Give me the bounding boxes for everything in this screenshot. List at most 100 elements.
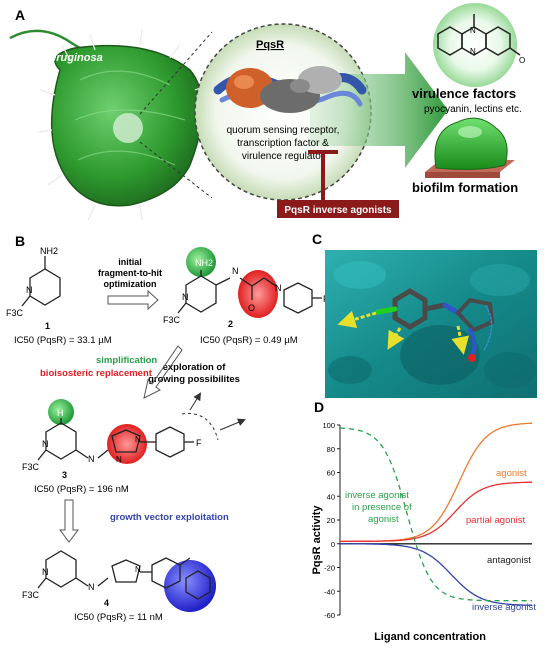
y-tick-label: -40	[324, 587, 335, 596]
c4-o: O	[188, 550, 195, 560]
c2-ic50: IC50 (PqsR) = 0.49 µM	[200, 335, 298, 346]
c3-triazole-n2: N	[135, 435, 141, 444]
panel-b: B NH2 N F3C 1 IC50 (PqsR) = 33.1 µM init…	[6, 233, 329, 623]
simplification-label: simplification	[96, 355, 157, 366]
c4-number: 4	[104, 598, 109, 608]
y-tick-label: 100	[322, 421, 335, 430]
label-partial-agonist: partial agonist	[466, 515, 526, 526]
y-tick-label: 80	[327, 445, 335, 454]
step1-arrow	[107, 289, 159, 311]
description-line-3: virulence regulator	[242, 151, 325, 162]
label-antagonist: antagonist	[487, 555, 531, 566]
label-inv-pres-1: inverse agonist	[345, 490, 409, 501]
description-line-1: quorum sensing receptor,	[227, 125, 340, 136]
output1-title: virulence factors	[412, 86, 516, 101]
label-agonist: agonist	[496, 468, 527, 479]
exploration-arrow-right	[219, 418, 246, 431]
c2-number: 2	[228, 319, 233, 329]
compound-1-structure	[21, 256, 61, 307]
description-line-2: transcription factor &	[237, 138, 329, 149]
exploration-arc	[181, 413, 219, 441]
c1-ic50: IC50 (PqsR) = 33.1 µM	[14, 335, 112, 346]
y-ticks: 100 80 60 40 20 0 -20 -40 -60	[322, 421, 340, 620]
y-tick-label: 20	[327, 516, 335, 525]
step1-line-2: fragment-to-hit	[98, 268, 162, 278]
exploration-line-2: growing possibilites	[148, 374, 240, 385]
bioisosteric-label: bioisosteric replacement	[40, 368, 153, 379]
label-inv-pres-3: agonist	[368, 514, 399, 525]
y-axis-label: PqsR activity	[311, 505, 323, 575]
c2-cf3: F3C	[163, 315, 181, 325]
pyocyanin-structure: N N O	[433, 3, 525, 87]
c1-number: 1	[45, 321, 50, 331]
c3-nh: N	[88, 454, 95, 464]
panel-d-label: D	[314, 399, 324, 415]
c2-green-highlight	[186, 247, 216, 277]
surface-texture	[328, 261, 536, 388]
c4-cf3: F3C	[22, 590, 40, 600]
c3-ic50: IC50 (PqsR) = 196 nM	[34, 484, 129, 495]
growth-label: growth vector exploitation	[110, 512, 229, 523]
organism-label: P. aeruginosa	[32, 52, 103, 64]
c3-number: 3	[62, 470, 67, 480]
inhibitor-label: PqsR inverse agonists	[284, 205, 392, 216]
c3-green-highlight	[48, 399, 74, 425]
c3-n: N	[42, 439, 49, 449]
curve-inverse-agonist	[340, 543, 532, 606]
exploration-line-1: exploration of	[163, 362, 227, 373]
panel-a-label: A	[15, 7, 25, 23]
curve-partial-agonist	[340, 481, 532, 543]
c1-nh2: NH2	[40, 246, 58, 256]
panel-c: C	[312, 231, 537, 398]
zoom-line-top	[139, 31, 213, 115]
c3-f: F	[196, 438, 202, 448]
c3-h: H	[57, 408, 64, 418]
y-tick-label: -60	[324, 611, 335, 620]
biofilm-illustration	[425, 117, 515, 178]
compound-3-structure	[37, 418, 194, 461]
panel-b-label: B	[15, 233, 25, 249]
ligand-sticks	[375, 288, 495, 362]
compound-4-structure	[37, 550, 211, 600]
curves	[339, 422, 533, 606]
c4-ic50: IC50 (PqsR) = 11 nM	[74, 612, 163, 623]
pqsr-dna-structure	[213, 66, 367, 113]
y-tick-label: 40	[327, 492, 335, 501]
pyo-n-top: N	[470, 26, 476, 35]
panel-c-label: C	[312, 231, 322, 247]
compound-2-structure	[177, 270, 322, 314]
c2-n-amide: N	[232, 266, 239, 276]
c2-nh2: NH2	[195, 258, 213, 268]
step1-line-1: initial	[118, 257, 142, 267]
c4-n: N	[42, 567, 49, 577]
y-tick-label: -20	[324, 564, 335, 573]
panel-a: A P. aeruginosa PqsR	[9, 3, 525, 221]
label-inv-pres-2: in presence of	[352, 502, 412, 513]
c1-cf3: F3C	[6, 308, 24, 318]
output1-sub: pyocyanin, lectins etc.	[424, 104, 522, 115]
c3-cf3: F3C	[22, 462, 40, 472]
c2-n: N	[182, 292, 189, 302]
c2-nh: N	[275, 283, 282, 293]
output2-title: biofilm formation	[412, 180, 518, 195]
c3-triazole-n1: N	[116, 455, 122, 464]
c4-blue-highlight	[164, 560, 216, 612]
c4-triazole-n: N	[135, 565, 141, 574]
step2-arrow	[143, 345, 183, 399]
inhibitor-box	[277, 200, 399, 218]
label-inverse-agonist: inverse agonist	[472, 602, 536, 613]
curve-inverse-agonist-in-presence-of-agonist	[339, 427, 532, 602]
step1-line-3: optimization	[104, 279, 157, 289]
pyo-o: O	[519, 56, 525, 65]
step3-arrow	[59, 499, 79, 543]
c1-n: N	[26, 285, 33, 295]
exploration-arrow-up	[189, 392, 202, 411]
y-tick-label: 60	[327, 469, 335, 478]
pyo-n-bottom: N	[470, 47, 476, 56]
c2-red-highlight	[238, 270, 278, 318]
y-tick-label: 0	[331, 540, 335, 549]
c2-o: O	[248, 303, 255, 313]
c4-nh: N	[88, 582, 95, 592]
